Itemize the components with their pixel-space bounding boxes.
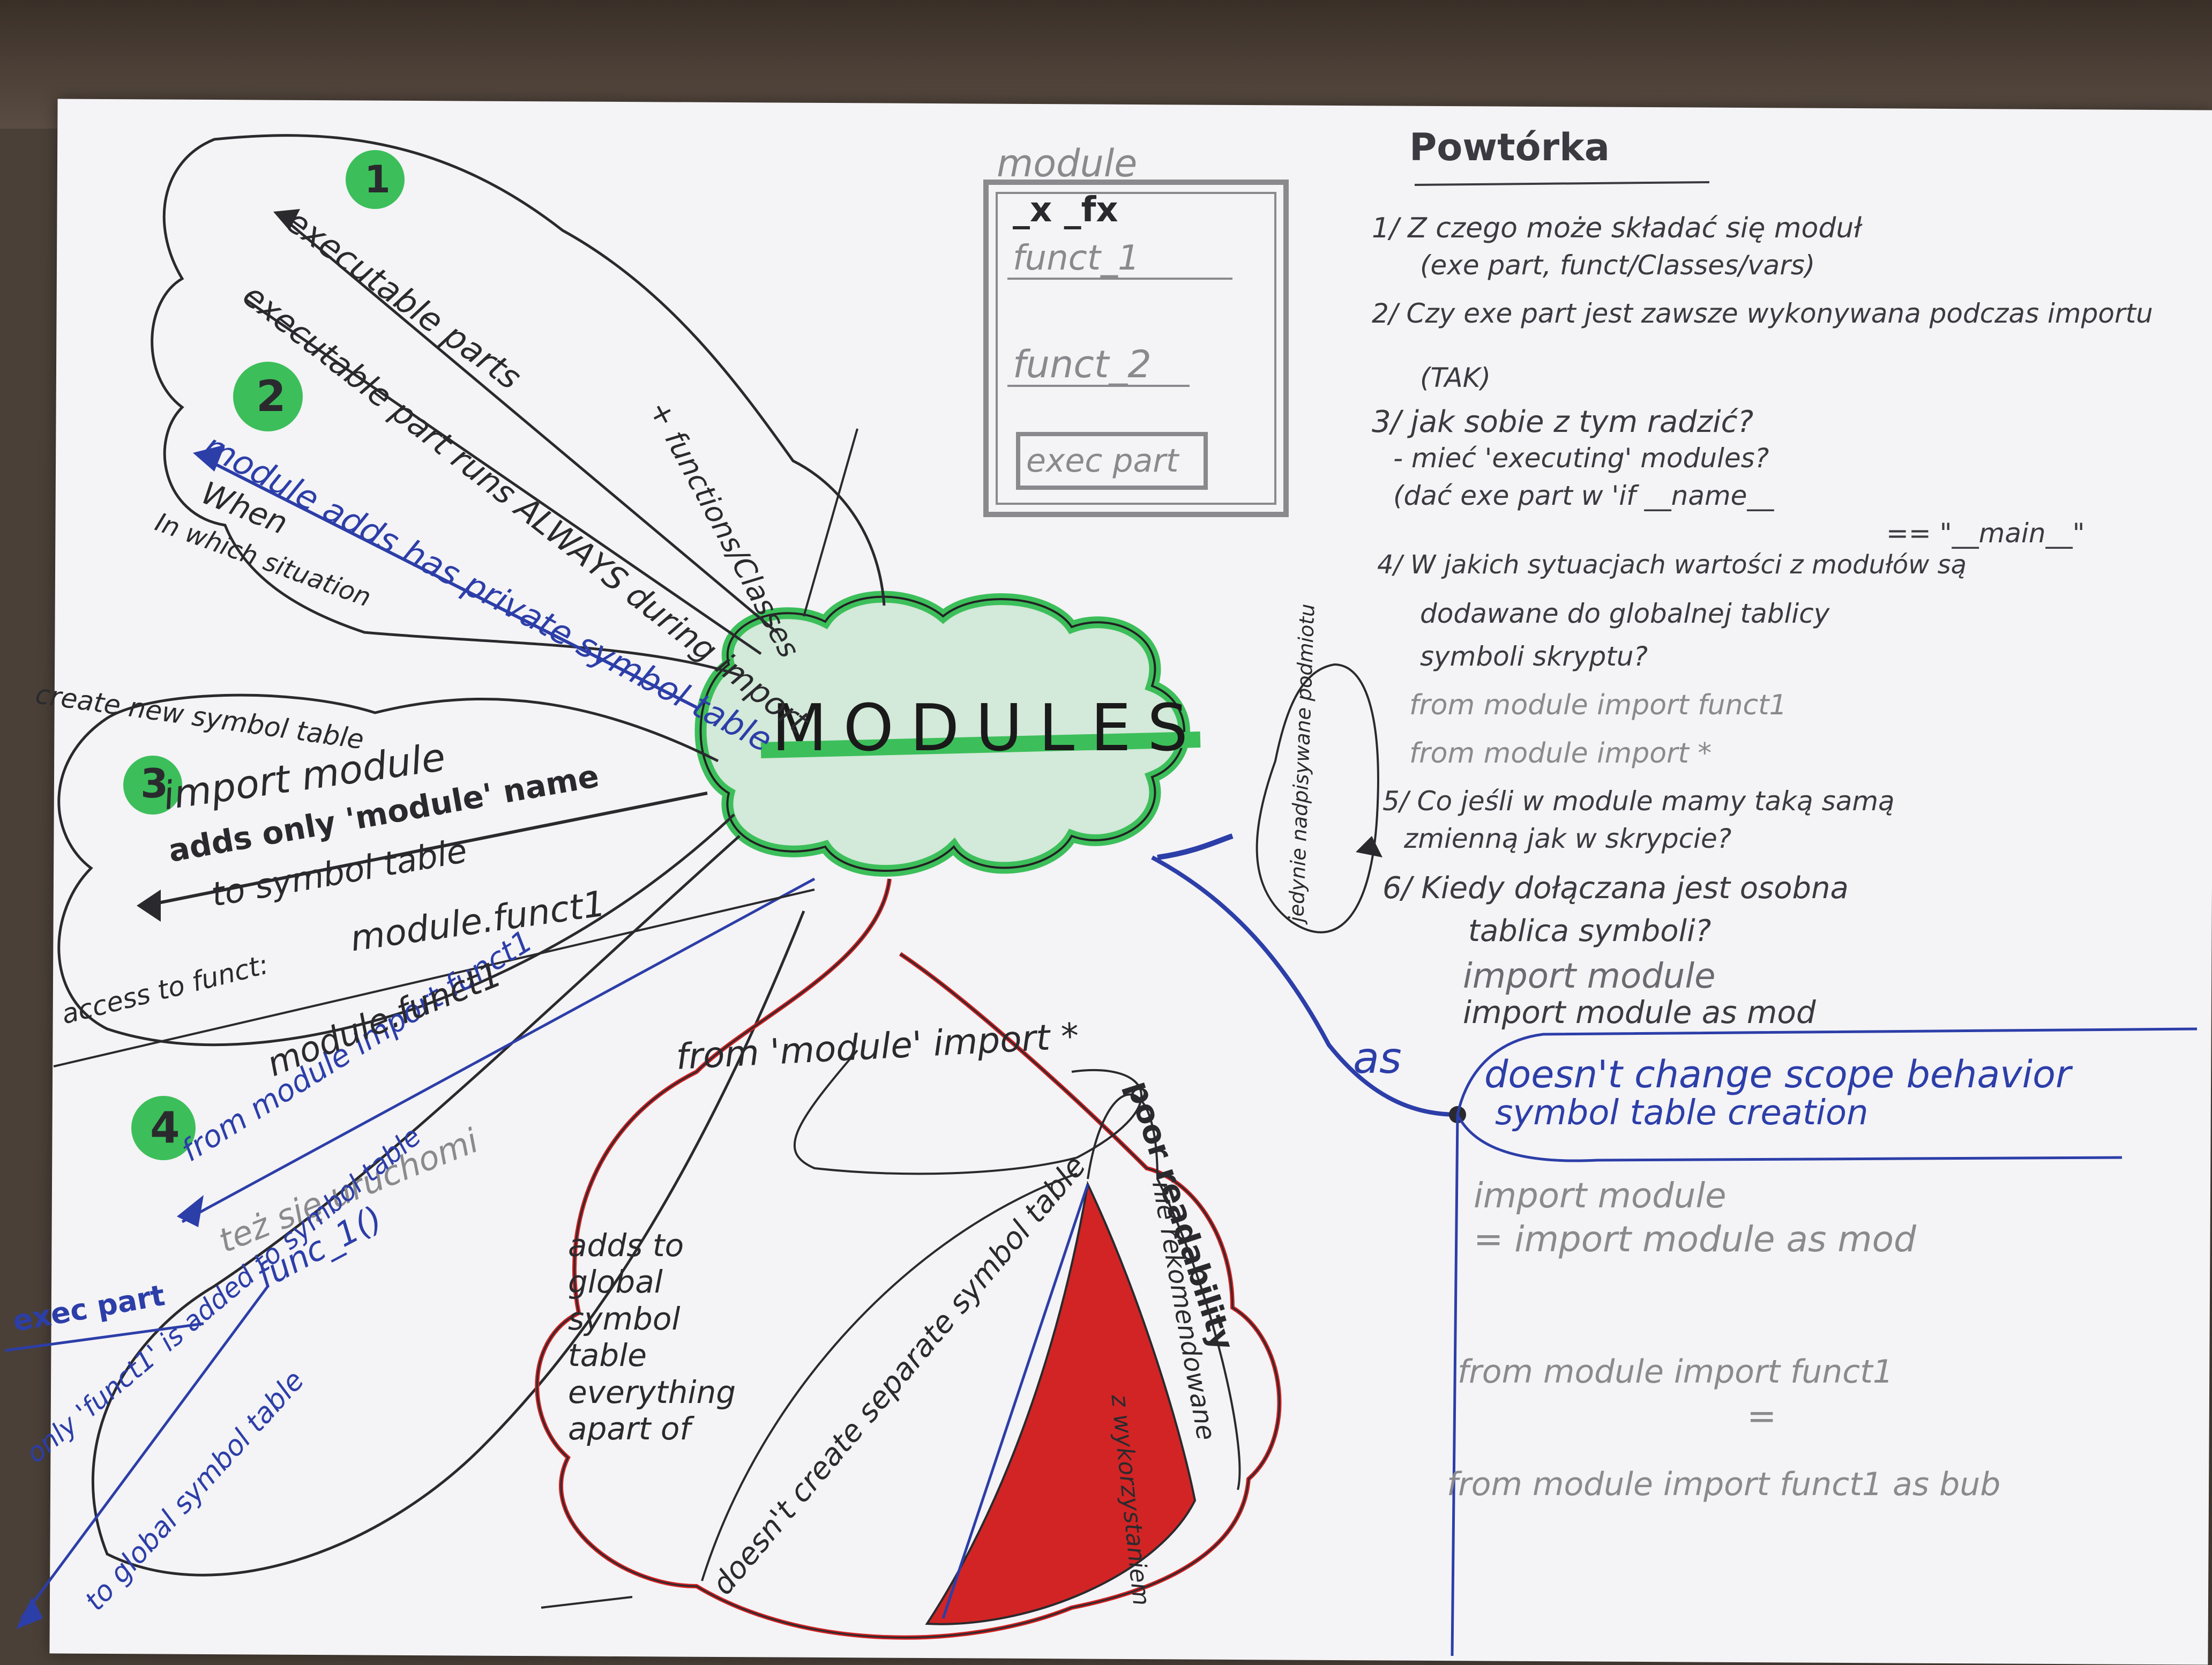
review-item: (exe part, funct/Classes/vars) bbox=[1420, 250, 1815, 281]
review-item: import module as mod bbox=[1463, 994, 1816, 1031]
circle-2 bbox=[233, 362, 303, 431]
as-blue-line bbox=[1151, 855, 1458, 1117]
number-3: 3 bbox=[140, 760, 169, 807]
side-oval bbox=[1256, 663, 1379, 934]
review-item: 3/ jak sobie z tym radzić? bbox=[1372, 405, 1754, 439]
review-item: zmienną jak w skrypcie? bbox=[1404, 823, 1732, 854]
review-item: (TAK) bbox=[1420, 362, 1491, 393]
circle-1 bbox=[346, 150, 405, 209]
number-1: 1 bbox=[364, 158, 391, 201]
from-adds: adds to global symbol table everything a… bbox=[568, 1227, 736, 1447]
as-symbol: symbol table creation bbox=[1495, 1093, 1869, 1133]
module-box-title: module bbox=[997, 141, 1138, 185]
module-box-frame bbox=[983, 180, 1289, 517]
branch-1-2-outline bbox=[151, 134, 886, 677]
module-box-vars: _x _fx bbox=[1013, 190, 1118, 230]
review-item: 1/ Z czego może składać się moduł bbox=[1372, 212, 1862, 244]
title-underline bbox=[760, 731, 1201, 758]
review-item: import module bbox=[1463, 957, 1716, 996]
review-item: - mieć 'executing' modules? bbox=[1393, 443, 1769, 474]
review-item: dodawane do globalnej tablicy bbox=[1420, 598, 1830, 629]
review-item: == "__main__" bbox=[1886, 518, 2085, 549]
as-import-module: import module bbox=[1474, 1176, 1727, 1216]
branch-3-outline bbox=[57, 693, 735, 1047]
number-2: 2 bbox=[256, 371, 286, 421]
review-item: 6/ Kiedy dołączana jest osobna bbox=[1382, 871, 1849, 906]
review-title: Powtórka bbox=[1409, 125, 1610, 169]
module-box-exec: exec part bbox=[1026, 442, 1179, 480]
review-item: tablica symboli? bbox=[1468, 914, 1712, 949]
review-item: symboli skryptu? bbox=[1420, 641, 1648, 672]
as-from-funct-as: from module import funct1 as bub bbox=[1447, 1466, 2001, 1503]
review-item: 2/ Czy exe part jest zawsze wykonywana p… bbox=[1372, 298, 2153, 329]
review-item: from module import funct1 bbox=[1409, 689, 1787, 721]
branch-4-outline bbox=[91, 835, 805, 1577]
as-scope: doesn't change scope behavior bbox=[1484, 1052, 2071, 1096]
red-filled-wedge bbox=[925, 1181, 1197, 1625]
review-item: 4/ W jakich sytuacjach wartości z modułó… bbox=[1377, 550, 1967, 580]
as-from-funct: from module import funct1 bbox=[1458, 1353, 1893, 1391]
review-item: 5/ Co jeśli w module mamy taką samą bbox=[1382, 786, 1895, 817]
as-equals: = bbox=[1747, 1395, 1777, 1437]
number-4: 4 bbox=[150, 1103, 180, 1153]
module-box-funct2: funct_2 bbox=[1013, 342, 1152, 386]
module-box-funct1: funct_1 bbox=[1013, 238, 1140, 278]
review-item: from module import * bbox=[1409, 737, 1712, 770]
center-title: MODULES bbox=[772, 691, 1205, 766]
review-item: (dać exe part w 'if __name__ bbox=[1393, 480, 1774, 511]
as-import-mod: = import module as mod bbox=[1474, 1219, 1916, 1260]
circle-3 bbox=[123, 756, 182, 815]
circle-4 bbox=[131, 1096, 196, 1160]
as-label: as bbox=[1353, 1033, 1402, 1083]
